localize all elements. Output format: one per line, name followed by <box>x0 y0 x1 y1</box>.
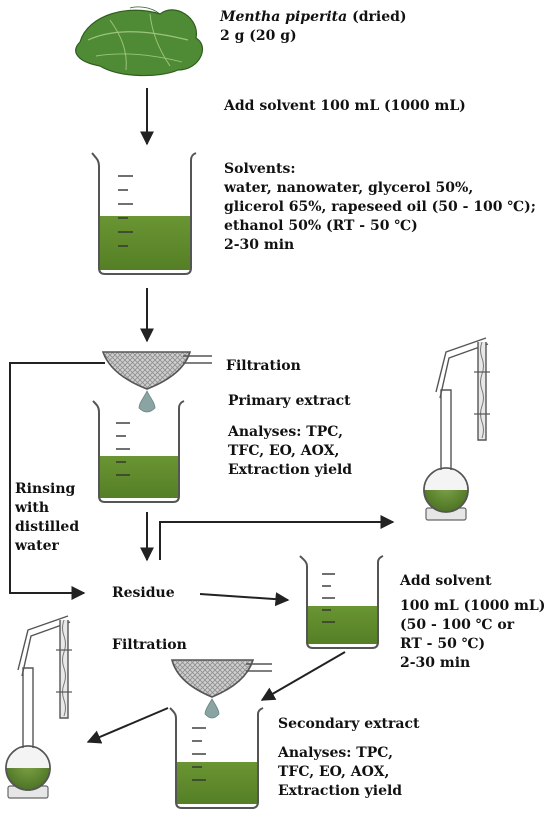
rinsing-line: distilled <box>15 519 80 535</box>
drop-icon <box>204 698 220 719</box>
second-solvent-line: Add solvent <box>400 573 492 589</box>
solvents-title: Solvents: <box>224 161 296 177</box>
plant-amount: 2 g (20 g) <box>220 28 297 44</box>
second-solvent-block: Add solvent 100 mL (1000 mL) (50 - 100 ℃… <box>400 572 545 673</box>
flow-arrows <box>9 88 395 744</box>
plant-label: Mentha piperita (dried) 2 g (20 g) <box>220 8 407 46</box>
rinsing-line: Rinsing <box>15 481 76 497</box>
secondary-extract-block: Secondary extract Analyses: TPC, TFC, EO… <box>278 715 419 801</box>
filtration-label-2: Filtration <box>112 637 187 653</box>
primary-extract-block: Primary extract Analyses: TPC, TFC, EO, … <box>228 392 352 480</box>
secondary-analyses-line: TFC, EO, AOX, <box>278 764 390 780</box>
primary-analyses-line: Analyses: TPC, <box>228 424 343 440</box>
distillation-apparatus-icon <box>423 337 490 521</box>
arrow-rinsing-loop <box>9 362 105 600</box>
distillation-apparatus-icon <box>5 615 72 799</box>
rinsing-line: water <box>15 538 59 554</box>
solvents-line: glicerol 65%, rapeseed oil (50 - 100 ℃); <box>224 199 536 215</box>
drop-icon <box>138 390 156 413</box>
solvents-line: 2-30 min <box>224 237 295 253</box>
filter-funnel-icon <box>101 351 212 390</box>
beaker-icon <box>299 555 384 649</box>
plant-state: (dried) <box>352 9 407 25</box>
arrow-secondary-to-distillation <box>86 707 169 744</box>
mint-leaves-icon <box>75 6 204 77</box>
rinsing-label: Rinsing with distilled water <box>15 480 79 556</box>
beaker-icon <box>91 152 197 275</box>
filtration-label: Filtration <box>226 358 301 374</box>
arrow-beaker-to-filter-2 <box>260 651 346 701</box>
second-solvent-line: 2-30 min <box>400 655 471 671</box>
rinsing-line: with <box>15 500 50 516</box>
primary-extract-title: Primary extract <box>228 393 351 409</box>
residue-label: Residue <box>112 585 175 601</box>
secondary-analyses-line: Extraction yield <box>278 783 403 799</box>
arrow-residue-to-beaker <box>199 592 290 607</box>
arrow-residue-to-distillation <box>159 515 395 560</box>
solvents-line: water, nanowater, glycerol 50%, <box>224 180 474 196</box>
primary-analyses-line: Extraction yield <box>228 462 353 478</box>
secondary-extract-title: Secondary extract <box>278 716 420 732</box>
plant-name: Mentha piperita <box>220 9 348 25</box>
beaker-icon <box>92 400 185 503</box>
solvents-line: ethanol 50% (RT - 50 ℃) <box>224 218 418 234</box>
solvents-block: Solvents: water, nanowater, glycerol 50%… <box>224 160 536 255</box>
add-solvent-label: Add solvent 100 mL (1000 mL) <box>224 98 466 114</box>
beaker-icon <box>169 707 264 809</box>
filter-funnel-icon <box>170 659 272 698</box>
second-solvent-line: 100 mL (1000 mL) <box>400 598 546 614</box>
primary-analyses-line: TFC, EO, AOX, <box>228 443 340 459</box>
second-solvent-line: RT - 50 ℃) <box>400 636 486 652</box>
secondary-analyses-line: Analyses: TPC, <box>278 745 393 761</box>
second-solvent-line: (50 - 100 ℃ or <box>400 617 515 633</box>
